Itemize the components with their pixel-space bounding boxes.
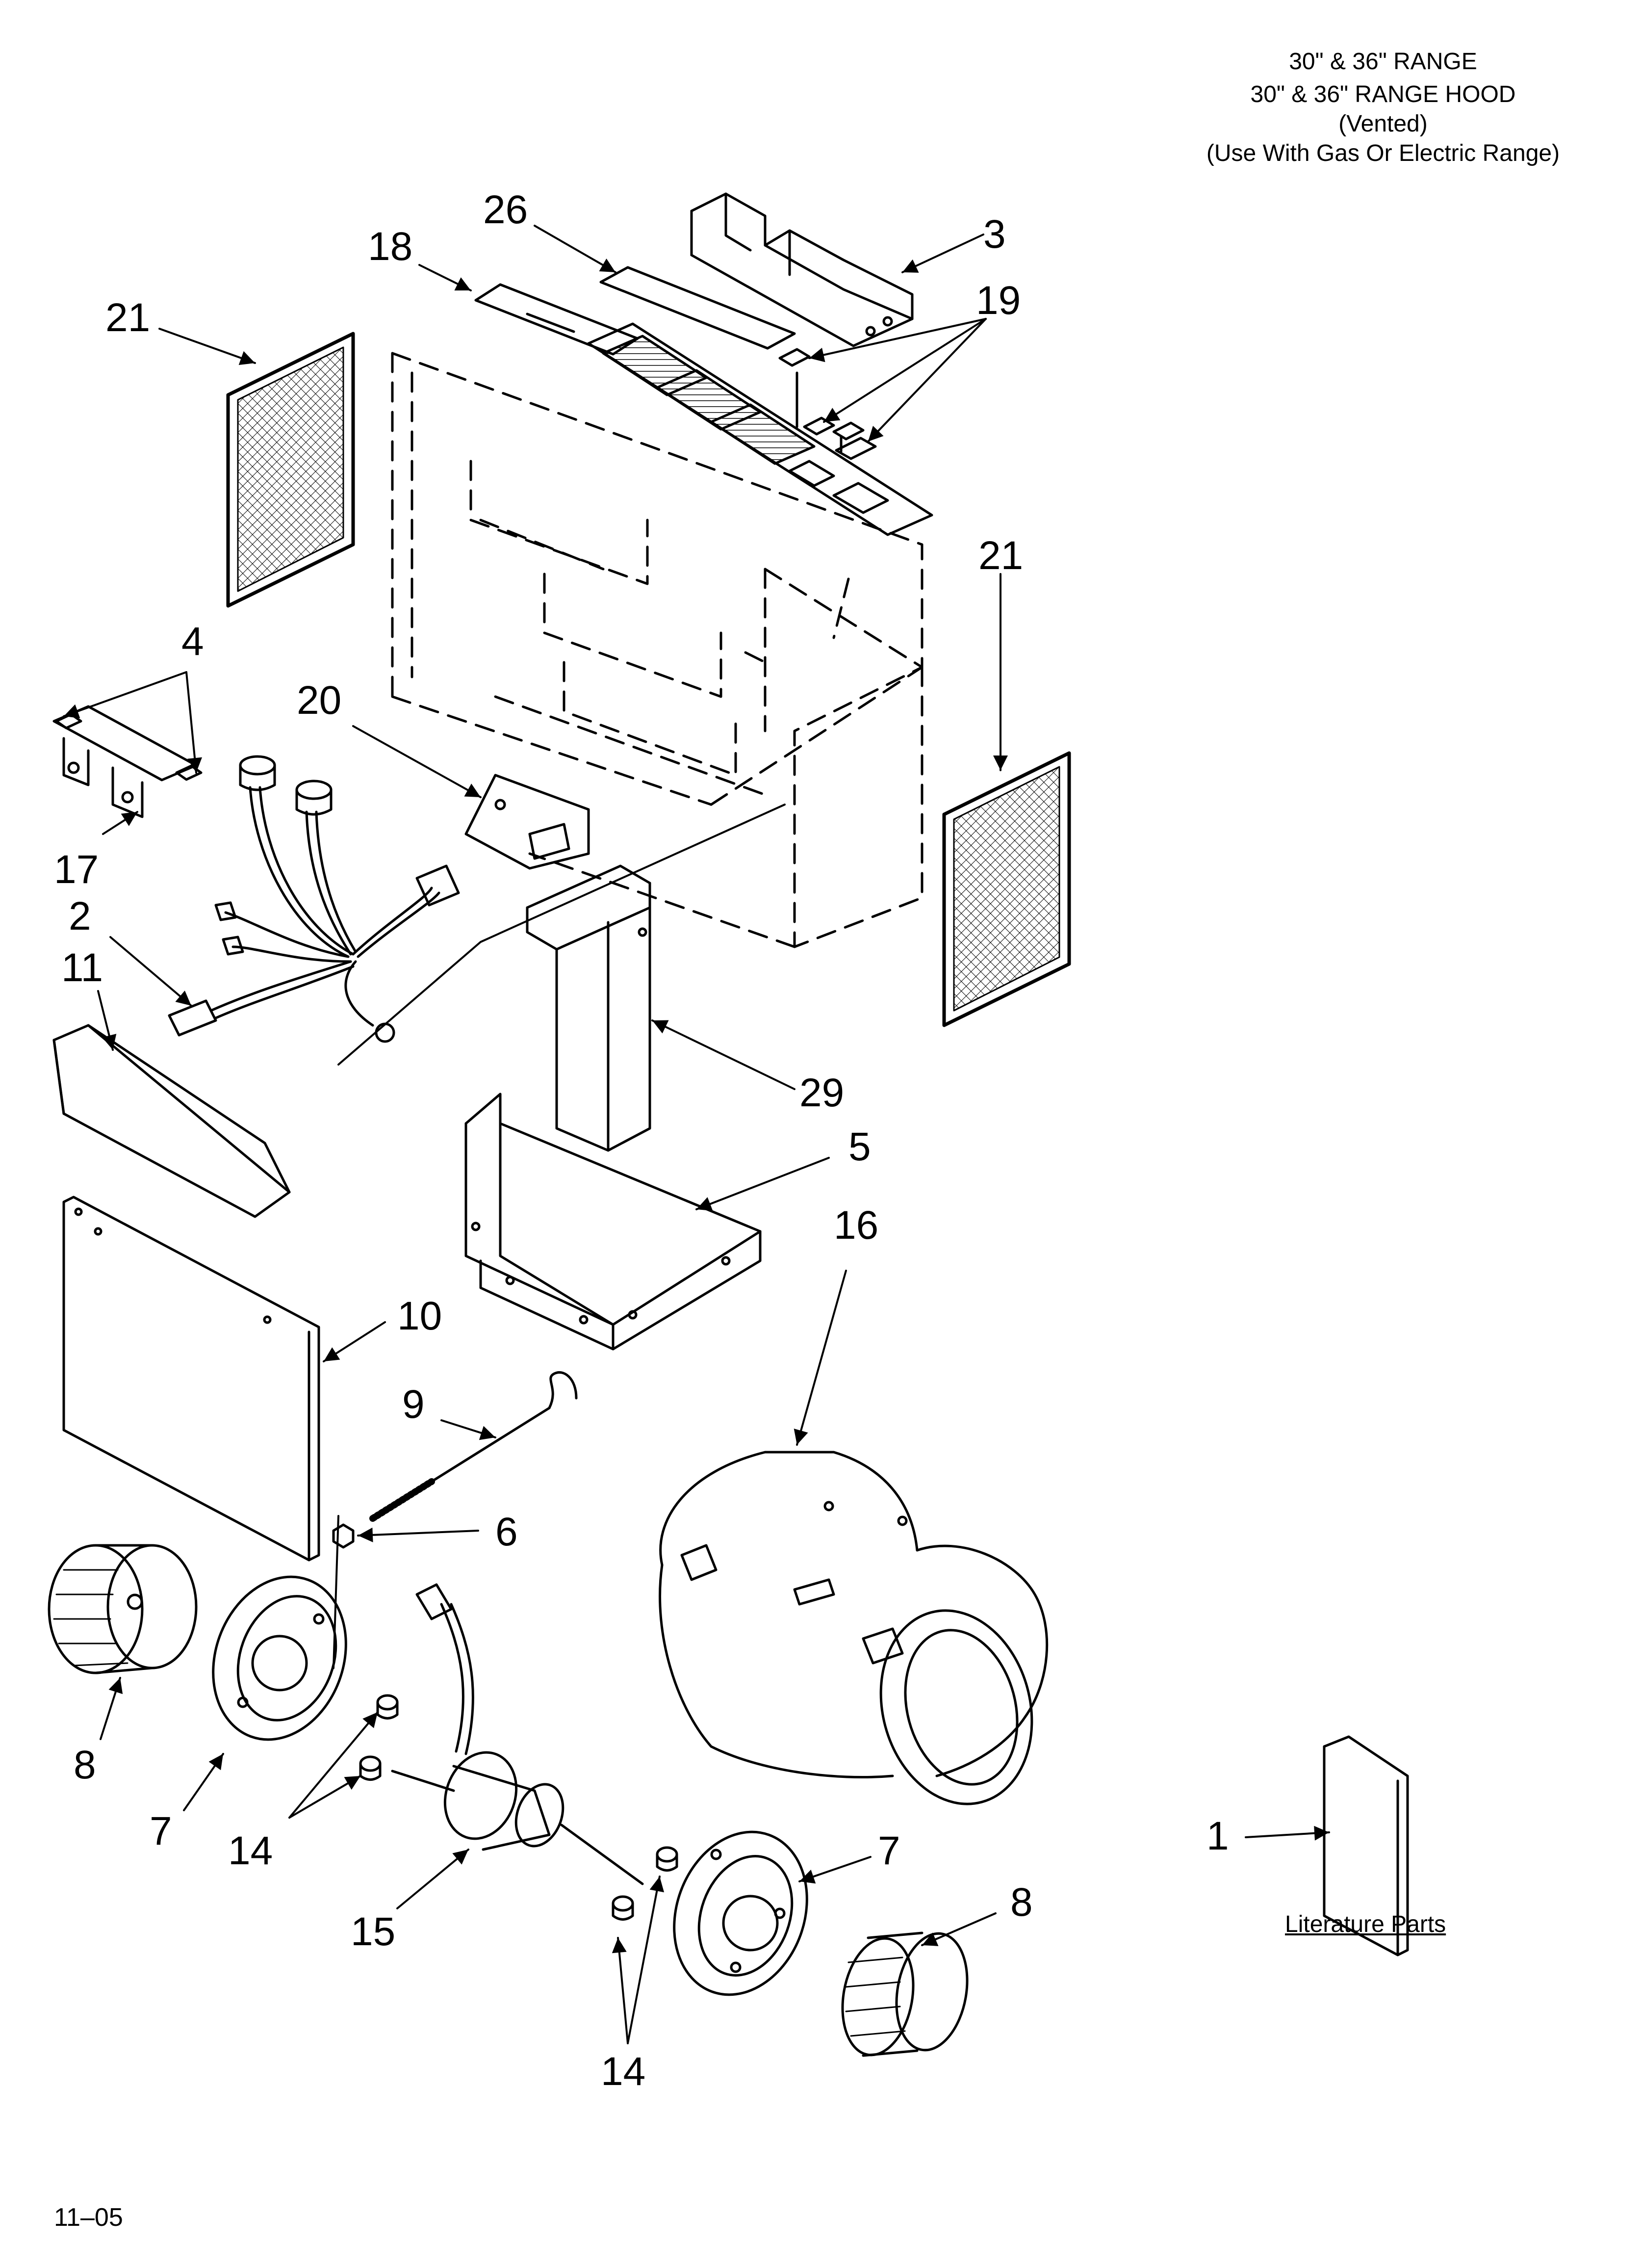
tray-5 xyxy=(464,1093,762,1351)
cover-11 xyxy=(52,1024,291,1218)
switch-parts-19 xyxy=(778,348,877,460)
duct-part-3 xyxy=(690,192,914,347)
literature-parts-label: Literature Parts xyxy=(1285,1911,1446,1937)
label-17: 17 xyxy=(54,847,99,892)
title-line-3: (Vented) xyxy=(1338,111,1428,137)
label-2: 2 xyxy=(69,894,91,938)
label-6: 6 xyxy=(495,1510,518,1554)
motor-15 xyxy=(391,1583,644,1885)
label-10: 10 xyxy=(397,1294,442,1338)
hood-body-dashed xyxy=(391,352,924,948)
label-18: 18 xyxy=(368,224,412,269)
label-21-right: 21 xyxy=(978,533,1023,578)
label-21-left: 21 xyxy=(105,295,150,340)
blower-housing-16 xyxy=(659,1451,1049,1805)
blower-wheel-right-8 xyxy=(841,1931,969,2057)
rod-9 xyxy=(369,1371,578,1522)
filter-right xyxy=(942,751,1071,1027)
title-line-4: (Use With Gas Or Electric Range) xyxy=(1206,140,1560,166)
decal-26 xyxy=(599,266,796,350)
control-panel xyxy=(587,322,933,536)
title-line-1: 30" & 36" RANGE xyxy=(1289,49,1477,75)
motor-mount-right-7 xyxy=(673,1830,808,1996)
label-29: 29 xyxy=(799,1070,844,1115)
top-panel-18 xyxy=(474,283,639,356)
label-8-right: 8 xyxy=(1010,1880,1033,1925)
label-7-right: 7 xyxy=(878,1828,900,1873)
control-board-20 xyxy=(464,774,590,870)
label-7-left: 7 xyxy=(150,1809,172,1853)
leader-lines xyxy=(63,225,1330,2044)
motor-mount-left-7 xyxy=(212,1575,347,1741)
title-line-2: 30" & 36" RANGE HOOD xyxy=(1250,81,1516,107)
nut-6 xyxy=(332,1523,355,1549)
label-19: 19 xyxy=(976,278,1021,323)
label-14-right: 14 xyxy=(601,2049,645,2094)
bracket-4 xyxy=(52,705,203,818)
label-14-left: 14 xyxy=(228,1828,273,1873)
callout-labels: 3 26 18 21 19 21 4 20 17 2 11 29 5 16 10… xyxy=(54,187,1229,2094)
blower-wheel-left-8 xyxy=(48,1544,198,1674)
label-5: 5 xyxy=(848,1124,871,1169)
duct-29 xyxy=(526,864,651,1152)
label-1: 1 xyxy=(1206,1814,1229,1858)
label-20: 20 xyxy=(297,678,341,723)
grommets-14 xyxy=(359,1694,678,1921)
label-9: 9 xyxy=(402,1382,425,1427)
label-4: 4 xyxy=(181,619,204,664)
label-3: 3 xyxy=(983,212,1006,257)
side-panel-10 xyxy=(62,1196,320,1562)
label-15: 15 xyxy=(351,1909,395,1954)
wiring-harness-2 xyxy=(168,755,460,1043)
label-8-left: 8 xyxy=(74,1743,96,1787)
filter-left xyxy=(226,332,355,608)
literature-part-1 xyxy=(1323,1735,1409,1956)
date-code: 11–05 xyxy=(54,2203,123,2232)
label-11: 11 xyxy=(61,945,103,990)
label-26: 26 xyxy=(483,187,528,232)
label-16: 16 xyxy=(834,1203,878,1248)
